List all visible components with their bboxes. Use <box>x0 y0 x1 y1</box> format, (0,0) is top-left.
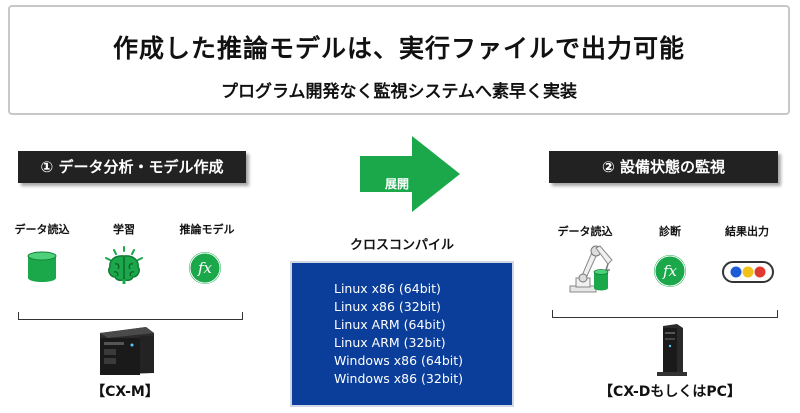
headline: 作成した推論モデルは、実行ファイルで出力可能 <box>112 34 685 63</box>
step-label-data-load: データ読込 <box>14 223 70 236</box>
step-label-data-load-right: データ読込 <box>557 225 613 238</box>
bracket-left <box>18 312 243 320</box>
robot-arm-icon <box>569 245 613 293</box>
target-item: Linux x86 (64bit) <box>334 281 441 296</box>
section-label-monitoring: ② 設備状態の監視 <box>549 151 778 183</box>
function-icon: fx <box>654 255 686 287</box>
brain-icon <box>105 246 143 284</box>
section-label-analysis: ① データ分析・モデル作成 <box>18 151 246 183</box>
header-panel: 作成した推論モデルは、実行ファイルで出力可能 プログラム開発なく監視システムへ素… <box>8 5 790 115</box>
device-label-cx-d-or-pc: 【CX-DもしくはPC】 <box>599 384 741 400</box>
compile-targets-box: Linux x86 (64bit) Linux x86 (32bit) Linu… <box>290 261 514 407</box>
target-item: Windows x86 (64bit) <box>334 353 464 368</box>
step-label-diagnosis: 診断 <box>659 225 681 238</box>
database-icon <box>27 251 57 282</box>
svg-text:fx: fx <box>662 262 678 280</box>
svg-text:fx: fx <box>197 259 213 277</box>
subheadline: プログラム開発なく監視システムへ素早く実装 <box>221 82 577 102</box>
tower-pc-icon <box>657 324 687 376</box>
bracket-right <box>552 310 778 318</box>
target-item: Linux ARM (32bit) <box>334 335 446 350</box>
cross-compile-title: クロスコンパイル <box>349 238 454 253</box>
target-item: Linux ARM (64bit) <box>334 317 446 332</box>
deploy-arrow <box>360 136 460 212</box>
deploy-arrow-label: 展開 <box>384 177 409 191</box>
target-item: Windows x86 (32bit) <box>334 371 464 386</box>
compile-targets-list: Linux x86 (64bit) Linux x86 (32bit) Linu… <box>334 280 463 388</box>
step-label-learning: 学習 <box>113 223 135 236</box>
target-item: Linux x86 (32bit) <box>334 299 441 314</box>
industrial-pc-icon <box>100 327 154 375</box>
status-lights-icon <box>722 261 774 283</box>
step-label-result-output: 結果出力 <box>725 225 769 238</box>
step-label-inference-model: 推論モデル <box>179 223 235 236</box>
device-label-cx-m: 【CX-M】 <box>91 384 159 400</box>
function-icon: fx <box>189 252 221 284</box>
